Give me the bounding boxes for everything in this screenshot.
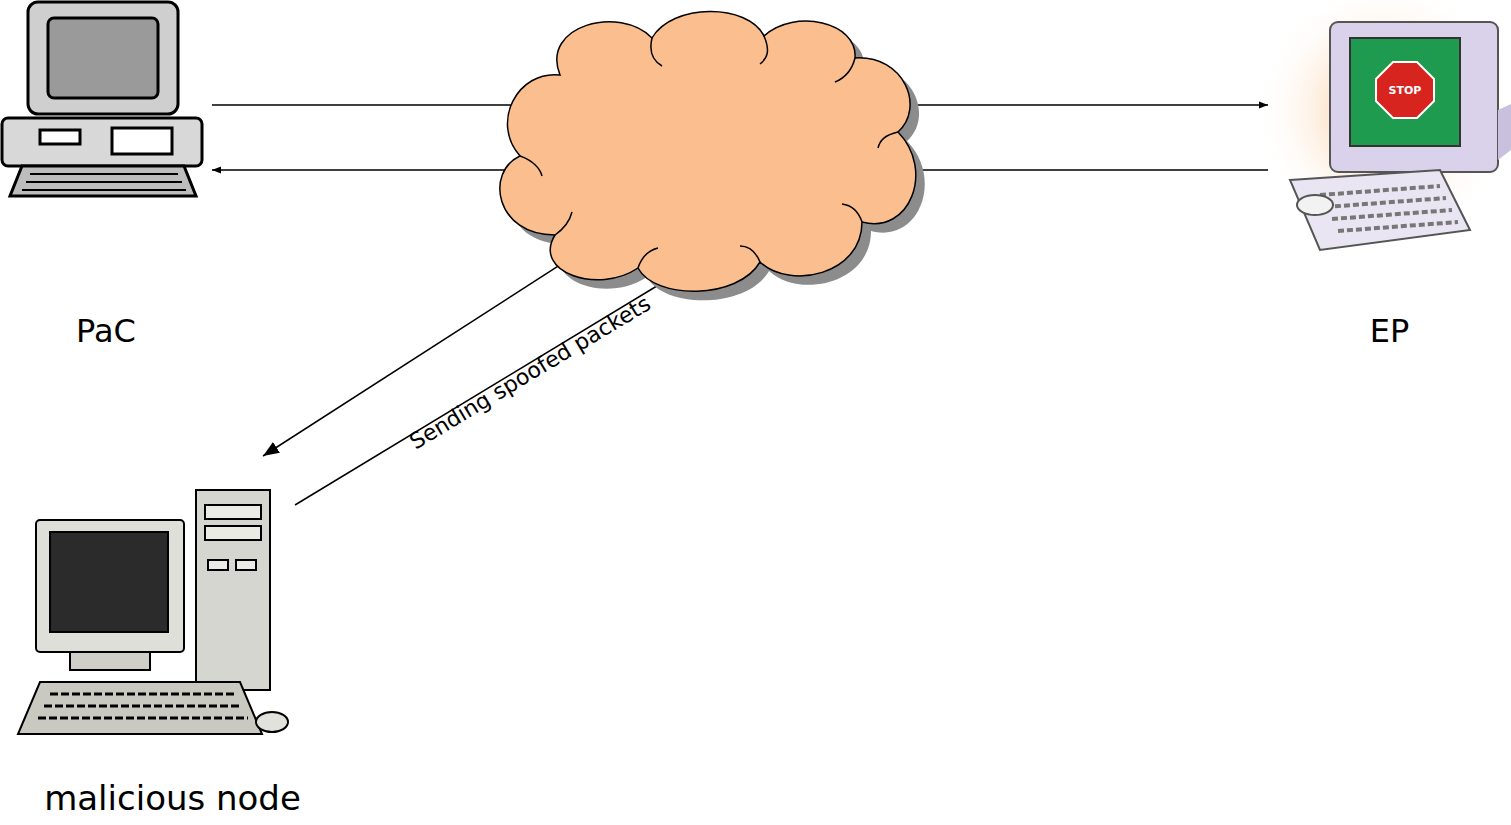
- edge-note: Sending spoofed packets: [405, 290, 655, 454]
- node-label: EP: [1268, 312, 1511, 350]
- ep-computer: [1255, 0, 1511, 250]
- node-label: PaC: [0, 312, 212, 350]
- malicious-computer: [18, 490, 288, 734]
- computer-node: malicious node: [0, 480, 345, 818]
- cloud-curl: [520, 36, 898, 268]
- pac-computer: [2, 2, 202, 196]
- node-label: malicious node: [0, 778, 345, 818]
- cloud-shape: [500, 11, 916, 291]
- computer-node: EP: [1268, 0, 1511, 350]
- packet-line: [295, 272, 680, 505]
- sign-text: STOP: [1389, 84, 1422, 97]
- computer-node: PaC: [0, 0, 212, 350]
